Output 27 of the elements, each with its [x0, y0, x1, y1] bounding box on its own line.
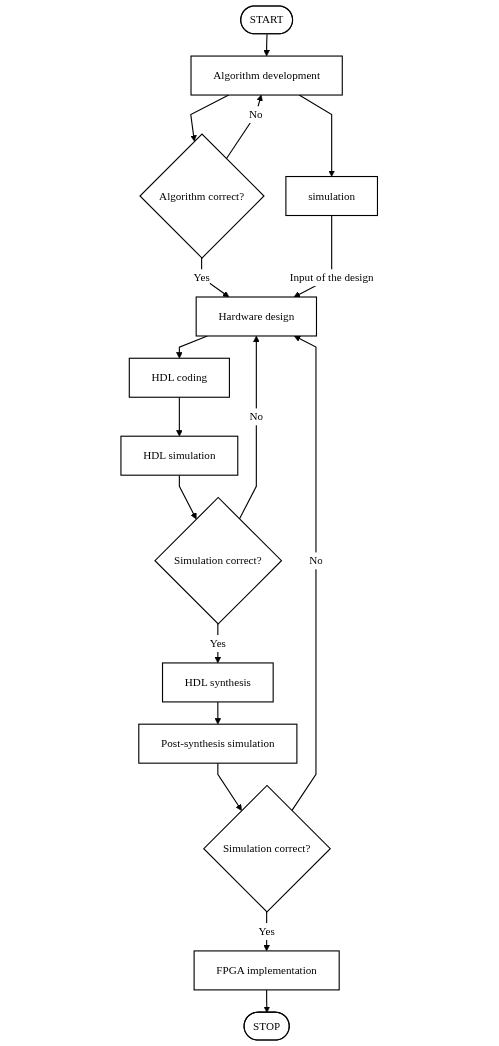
edge-label: No — [249, 108, 263, 121]
arrow — [176, 396, 183, 437]
arrow — [214, 701, 222, 725]
edge-label: Yes — [258, 925, 276, 938]
node-box: Algorithm development — [190, 55, 344, 96]
edge-label: Yes — [210, 637, 227, 650]
arrow — [263, 33, 271, 57]
node-box: HDL coding — [129, 357, 231, 398]
node-diamond: Simulation correct? — [154, 496, 283, 625]
node-box: HDL simulation — [120, 435, 239, 476]
node-diamond: Algorithm correct? — [139, 133, 266, 259]
node-box: FPGA implementation — [193, 950, 341, 991]
node-diamond: Simulation correct? — [203, 784, 332, 913]
edge-label: No — [249, 410, 264, 423]
node-box: simulation — [285, 175, 379, 217]
arrow — [239, 335, 260, 520]
node-box: HDL synthesis — [162, 662, 274, 703]
arrow — [298, 94, 336, 177]
arrow — [179, 474, 197, 520]
arrow — [291, 335, 317, 812]
arrow — [263, 989, 271, 1013]
node-box: Post-synthesis simulation — [138, 723, 298, 764]
edge-label: Yes — [193, 271, 211, 284]
edge-label: Input of the design — [290, 271, 374, 284]
arrow — [217, 762, 243, 811]
node-box: Hardware design — [195, 296, 318, 337]
edge-label: No — [309, 554, 324, 567]
